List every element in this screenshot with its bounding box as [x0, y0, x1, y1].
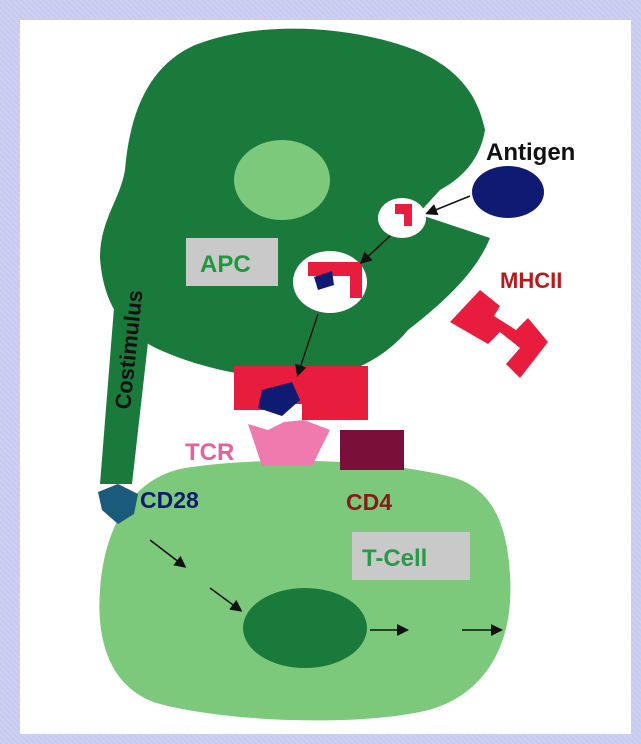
cd4-receptor	[340, 430, 404, 470]
tcr-label: TCR	[185, 439, 234, 466]
mhcii-label: MHCII	[500, 268, 562, 293]
arrow-antigen-to-endosome	[428, 196, 470, 213]
cd28-label: CD28	[140, 487, 199, 513]
apc-nucleus	[234, 140, 330, 220]
mhcii-side-molecule	[450, 290, 548, 378]
cd4-label: CD4	[346, 489, 392, 515]
antigen	[472, 166, 544, 218]
tcr-receptor	[248, 420, 330, 466]
tcell-nucleus	[243, 588, 367, 668]
mhcii-presenting	[234, 366, 368, 420]
tcell-label: T-Cell	[362, 545, 427, 572]
antigen-label: Antigen	[486, 139, 575, 166]
apc-label: APC	[200, 251, 251, 278]
